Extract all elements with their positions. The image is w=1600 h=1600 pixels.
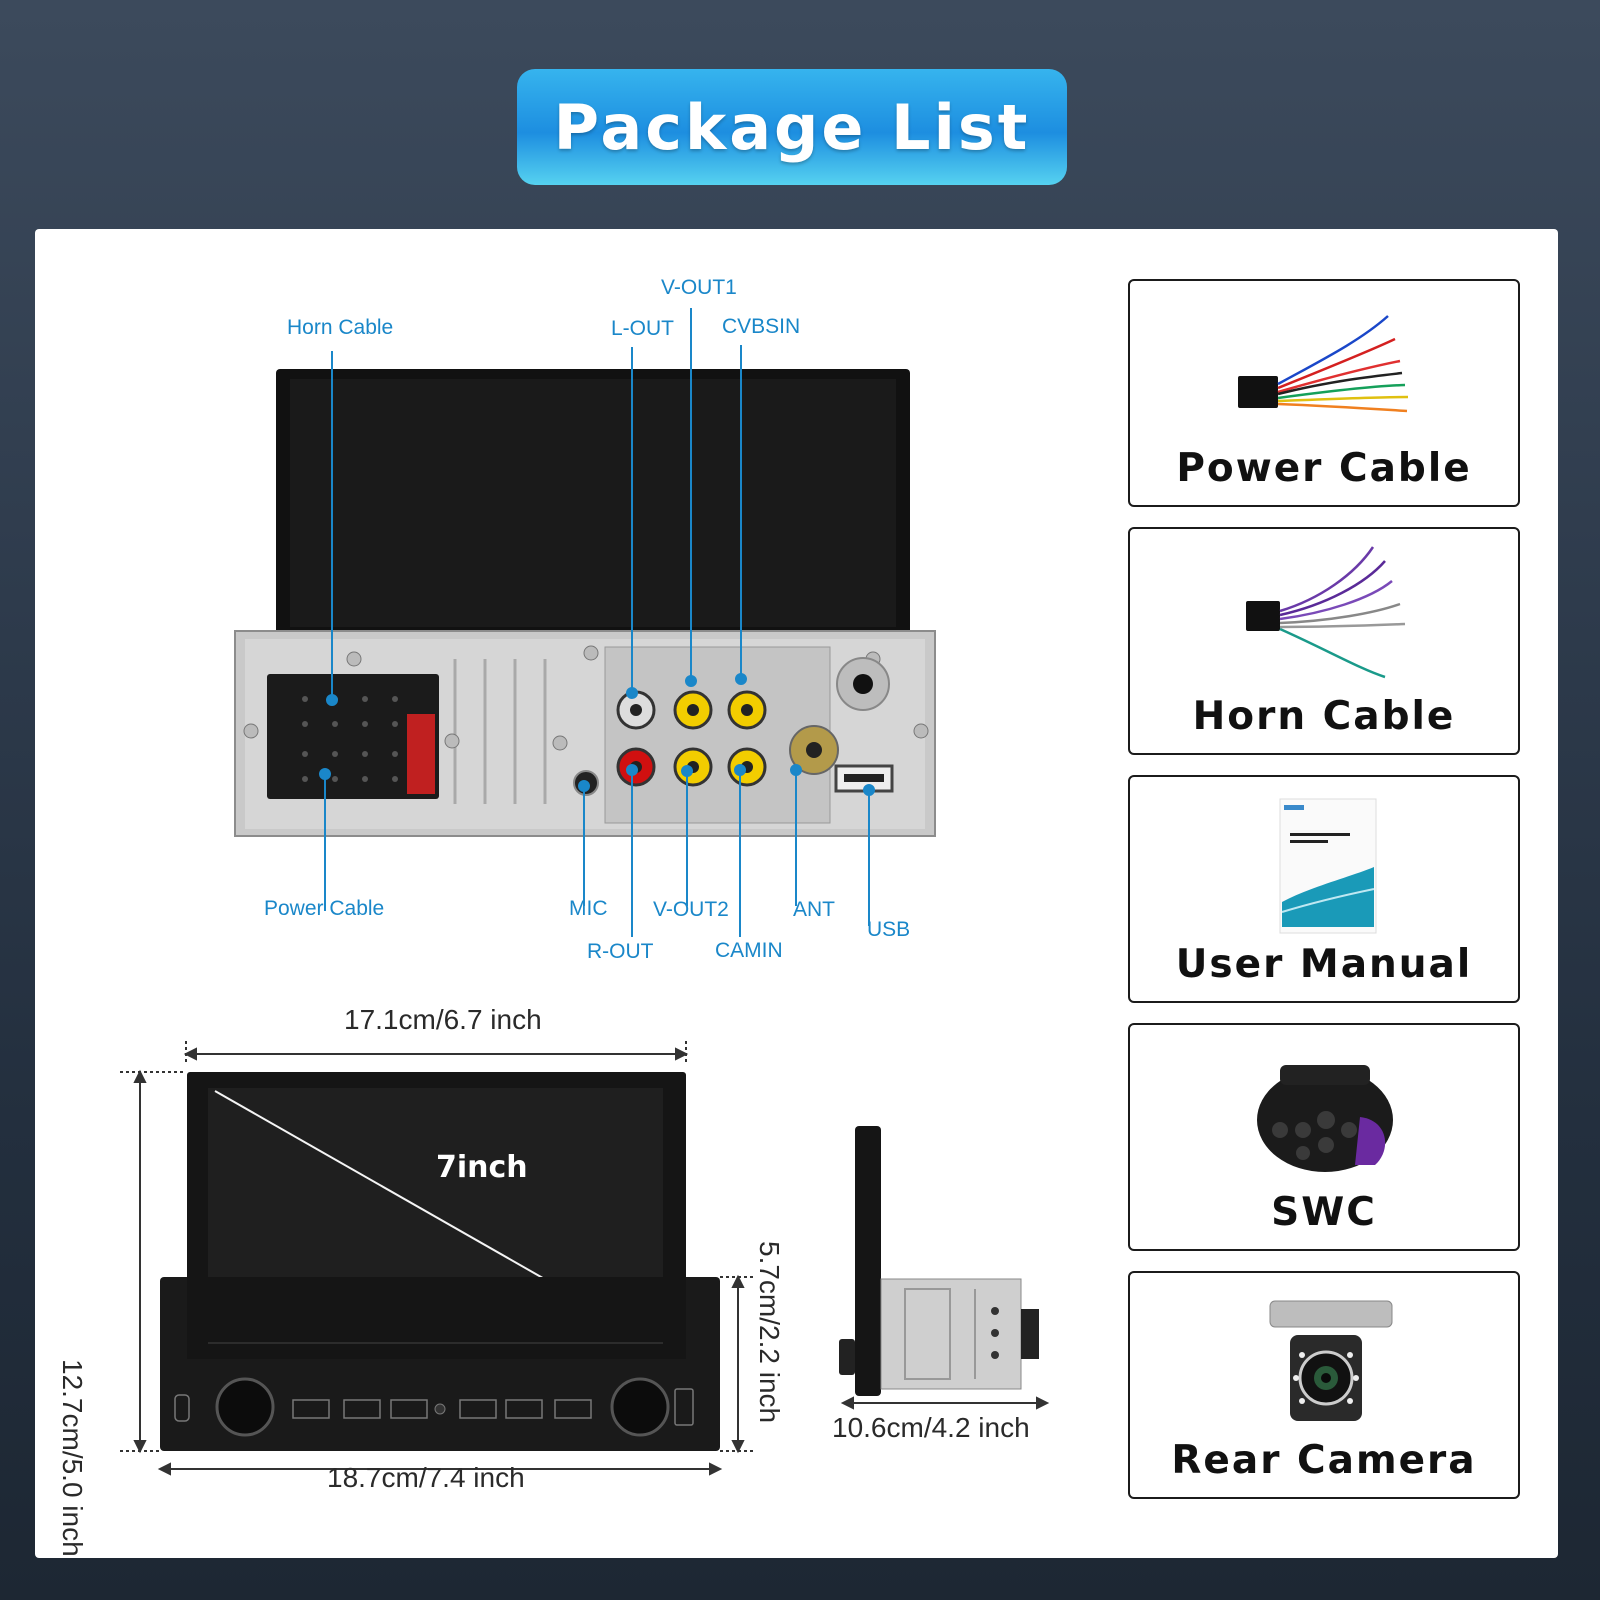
label-cvbsin: CVBSIN — [722, 315, 801, 338]
horn-cable-icon — [1246, 546, 1406, 679]
dimension-screen-width: 17.1cm/6.7 inch — [344, 1004, 542, 1035]
dimension-base-height: 5.7cm/2.2 inch — [754, 1241, 785, 1424]
screen-size-label: 7inch — [436, 1150, 528, 1185]
label-power-cable: Power Cable — [264, 897, 385, 920]
package-item-label: Horn Cable — [1192, 694, 1456, 739]
dimension-base-width: 18.7cm/7.4 inch — [327, 1462, 525, 1493]
label-horn-cable: Horn Cable — [287, 316, 394, 339]
package-item-power-cable: Power Cable — [1128, 279, 1520, 507]
user-manual-icon — [1279, 798, 1377, 934]
label-l-out: L-OUT — [611, 317, 674, 340]
power-cable-icon — [1238, 315, 1409, 413]
package-item-label: SWC — [1271, 1190, 1377, 1235]
package-item-label: Rear Camera — [1171, 1438, 1477, 1483]
label-ant: ANT — [793, 898, 835, 921]
content-panel: Horn Cable L-OUT V-OUT1 CVBSIN Power Cab… — [35, 229, 1558, 1558]
dimension-height: 12.7cm/5.0 inch — [57, 1359, 88, 1557]
page-title: Package List — [517, 69, 1067, 185]
label-r-out: R-OUT — [587, 940, 654, 963]
package-item-user-manual: User Manual — [1128, 775, 1520, 1003]
package-item-rear-camera: Rear Camera — [1128, 1271, 1520, 1499]
steering-wheel-control-icon — [1257, 1065, 1393, 1172]
label-v-out1: V-OUT1 — [661, 276, 737, 299]
package-item-horn-cable: Horn Cable — [1128, 527, 1520, 755]
label-v-out2: V-OUT2 — [653, 898, 729, 921]
package-item-label: Power Cable — [1176, 446, 1472, 491]
rear-camera-icon — [1269, 1300, 1393, 1421]
package-item-swc: SWC — [1128, 1023, 1520, 1251]
dimension-depth: 10.6cm/4.2 inch — [832, 1412, 1030, 1443]
label-usb: USB — [867, 918, 911, 941]
head-unit-rear-illustration — [234, 308, 936, 937]
package-item-label: User Manual — [1175, 942, 1473, 987]
label-mic: MIC — [569, 897, 608, 920]
head-unit-front-illustration — [120, 1041, 1050, 1476]
label-camin: CAMIN — [715, 939, 783, 962]
